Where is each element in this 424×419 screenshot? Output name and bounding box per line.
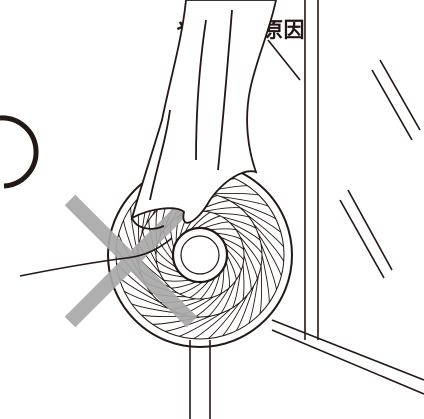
fan-wire	[229, 221, 261, 241]
fan-wire	[257, 233, 282, 277]
fan-wire	[124, 290, 170, 310]
curtain	[130, 0, 277, 230]
fan-wire	[226, 254, 237, 280]
fan-wire	[163, 279, 191, 282]
fan-wire	[239, 207, 282, 233]
fan-wire	[155, 249, 177, 268]
fan-wire	[209, 228, 237, 231]
fan-wire	[242, 245, 258, 279]
circle-mark-icon	[0, 115, 39, 189]
fan-wire	[165, 315, 211, 332]
fan-wire	[260, 244, 277, 290]
fan-wire	[242, 264, 245, 300]
fan-wire	[235, 285, 255, 331]
fan-wire	[248, 276, 259, 324]
fan-wire	[253, 223, 285, 262]
fan-wire	[239, 236, 262, 267]
fan-wire	[247, 214, 284, 248]
fan-wire	[223, 242, 245, 261]
fan-wire	[220, 267, 225, 295]
fan-wire	[199, 276, 216, 300]
fan-wire	[170, 281, 197, 289]
fan-wire	[225, 248, 242, 271]
fan-wire	[207, 302, 241, 339]
fan-stand	[189, 340, 211, 419]
fan-wire	[204, 207, 241, 212]
fan-wire	[179, 281, 204, 295]
fan-wire	[232, 272, 241, 308]
fan-wire	[155, 260, 180, 274]
fan-wire	[243, 254, 252, 291]
fan-wire	[207, 287, 230, 317]
fan-wire	[220, 236, 245, 250]
fan-wire	[225, 261, 230, 288]
fan-wire	[221, 196, 269, 207]
fan-wire	[221, 216, 257, 229]
fan-wire	[210, 272, 221, 298]
fan-wire	[195, 292, 223, 318]
fan-wire	[193, 308, 232, 340]
fan-wire	[215, 232, 242, 240]
window-frame	[267, 0, 424, 395]
fan-wire	[178, 312, 222, 337]
fan-wire	[259, 265, 263, 314]
fan-wire	[203, 221, 230, 229]
fan-wire	[189, 279, 210, 299]
fan-wire	[261, 254, 270, 303]
fan-wire	[235, 228, 263, 254]
curtain-hem	[19, 237, 173, 277]
cross-mark-icon	[64, 194, 198, 328]
fan-wire	[158, 270, 185, 278]
fan-wire	[190, 211, 211, 231]
fan-wire	[196, 215, 221, 229]
fan-wire	[222, 294, 248, 337]
fan-wire	[213, 212, 250, 218]
fan-wire	[210, 192, 259, 196]
fan-wire	[230, 200, 276, 220]
fan-wire	[220, 280, 237, 314]
